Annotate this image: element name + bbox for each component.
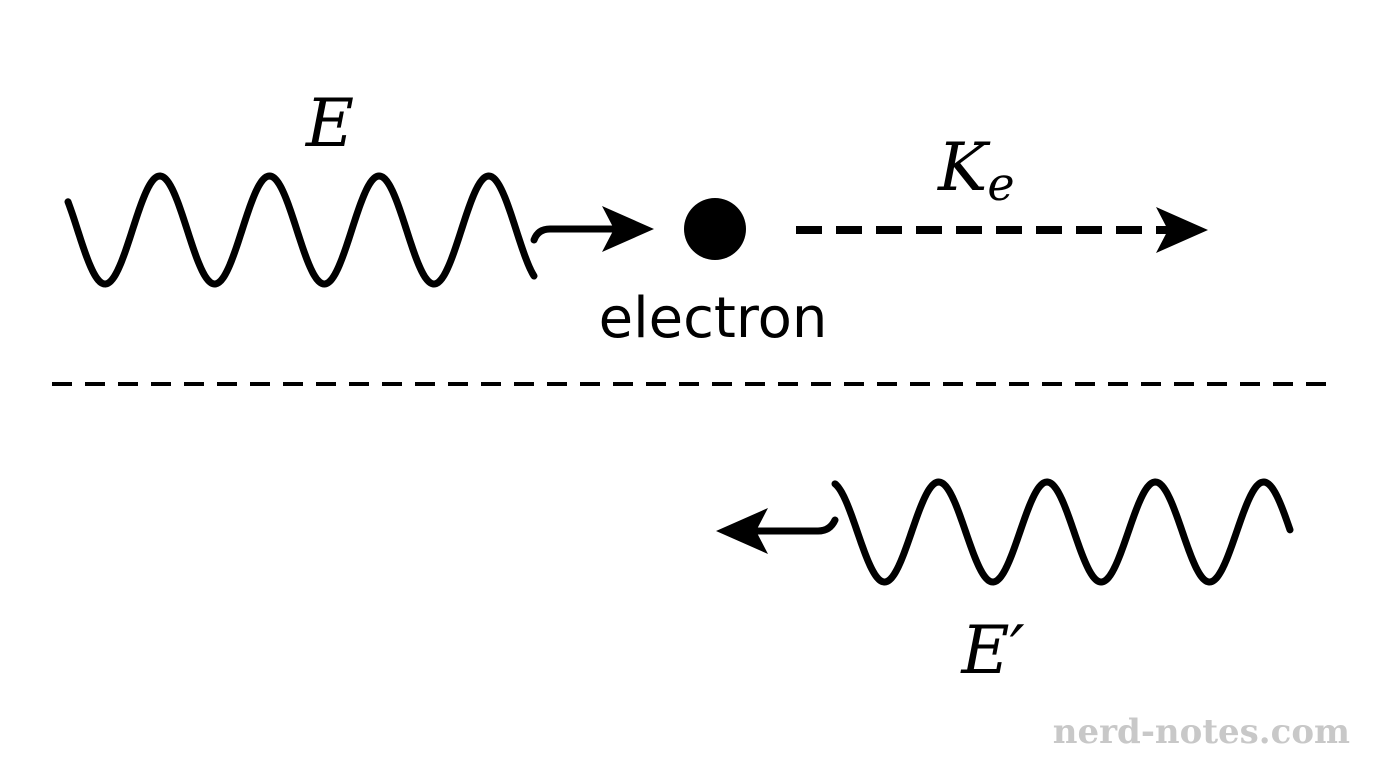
- kinetic-energy-label: Ke: [937, 129, 1015, 211]
- incident-photon-wave: [64, 172, 538, 288]
- electron-recoil-arrowhead: [1156, 207, 1208, 253]
- scattered-photon-wave: [831, 478, 1294, 586]
- electron-dot: [684, 198, 746, 260]
- scattered-photon-arrow-shaft: [748, 516, 839, 535]
- watermark-text: nerd-notes.com: [1053, 712, 1350, 752]
- scattered-photon-arrowhead: [716, 508, 768, 554]
- scattered-energy-label: E′: [960, 612, 1024, 689]
- incident-energy-label: E: [305, 85, 354, 162]
- incident-photon-arrowhead: [602, 206, 654, 252]
- incident-photon-arrow-shaft: [530, 225, 624, 244]
- electron-label: electron: [599, 286, 828, 351]
